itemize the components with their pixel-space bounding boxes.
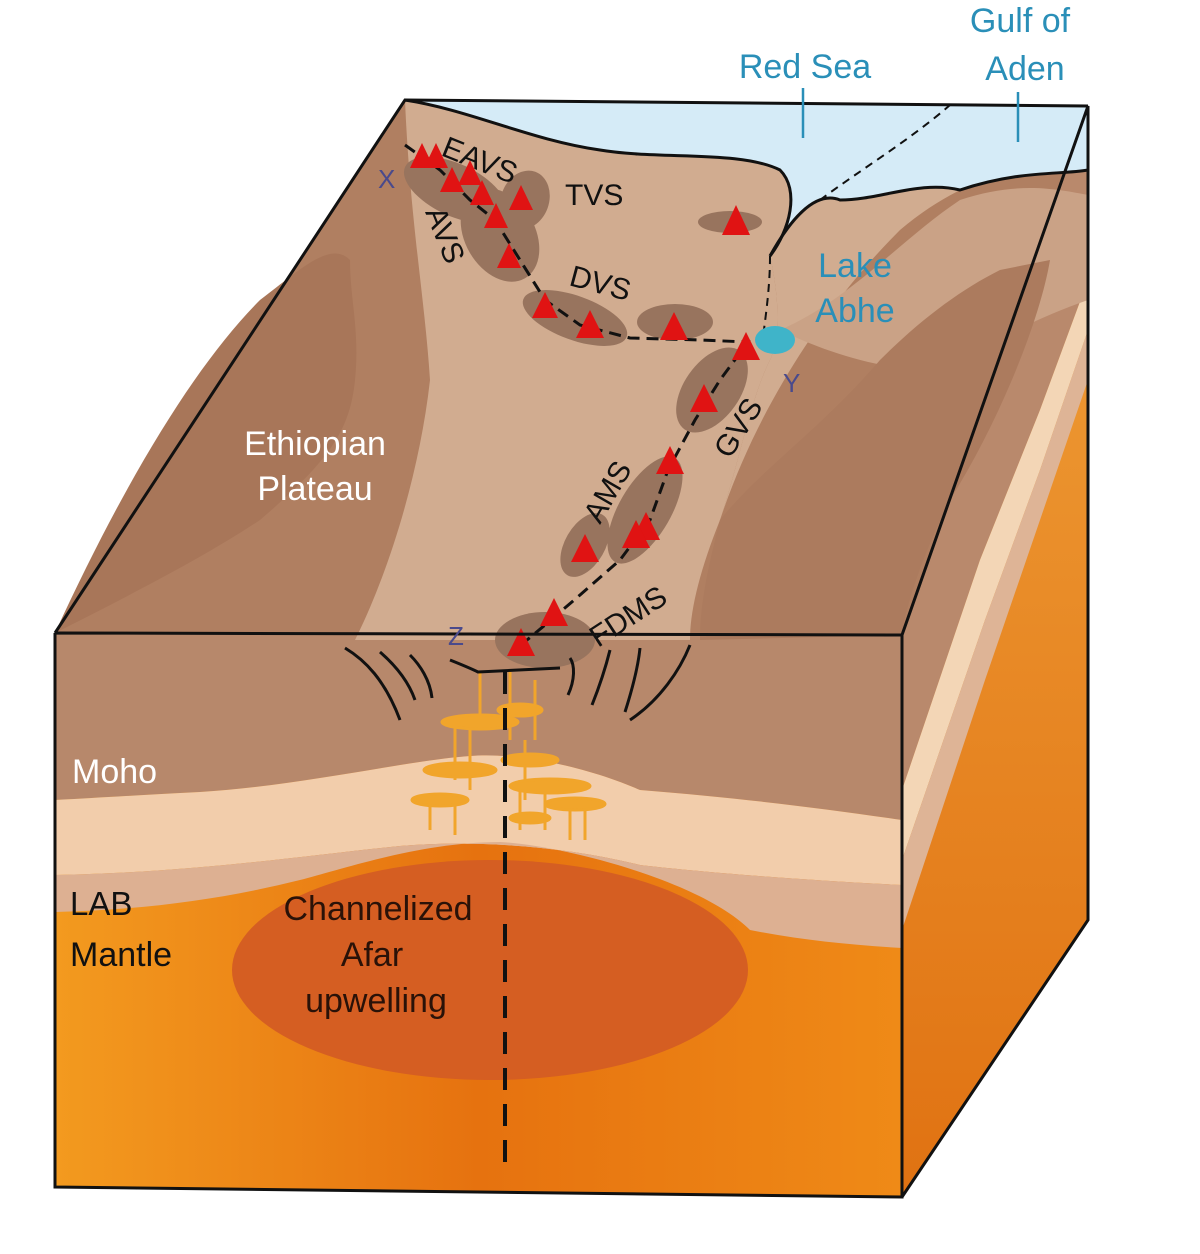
label-plateau-line2: Plateau	[257, 470, 372, 508]
label-gulf-line2: Aden	[985, 50, 1064, 88]
lake-abhe	[755, 326, 795, 354]
label-gulf-line1: Gulf of	[970, 2, 1071, 40]
afar-depression	[720, 106, 1088, 520]
eastern-plateau	[700, 260, 1050, 640]
rift-axis-line	[404, 143, 751, 652]
side-lithosphere	[902, 330, 1088, 930]
block-top-surface	[55, 98, 1089, 640]
label-plateau-line1: Ethiopian	[244, 425, 386, 463]
label-lake-line2: Abhe	[815, 292, 894, 330]
label-lake-line1: Lake	[818, 247, 892, 285]
coastline-west	[404, 98, 793, 257]
label-upwell-line1: Channelized	[283, 890, 472, 928]
label-mantle: Mantle	[70, 936, 172, 974]
fault-lines	[344, 644, 692, 722]
label-red-sea: Red Sea	[739, 48, 871, 86]
block-side-face	[902, 106, 1088, 1197]
front-lithosphere	[55, 842, 902, 948]
plateau-shadow	[55, 253, 357, 633]
red-sea-and-gulf	[405, 100, 1088, 256]
label-lab: LAB	[70, 885, 132, 922]
label-moho: Moho	[72, 753, 157, 791]
coastline-east	[768, 168, 1089, 257]
label-z: Z	[448, 621, 464, 651]
sea-boundary-dashed	[819, 104, 951, 201]
side-lower-crust	[902, 280, 1088, 860]
label-y: Y	[783, 368, 800, 398]
front-lower-crust	[55, 755, 902, 885]
label-x: X	[378, 164, 395, 194]
magma-plumbing	[410, 672, 607, 840]
label-upwell-line2: Afar	[341, 936, 403, 974]
block-outline	[53, 98, 1090, 1199]
label-tvs: TVS	[565, 179, 623, 212]
volcanoes	[410, 143, 760, 656]
afar-upwelling	[232, 860, 748, 1080]
lake-connector-dashed	[761, 255, 771, 346]
label-upwell-line3: upwelling	[305, 982, 447, 1020]
